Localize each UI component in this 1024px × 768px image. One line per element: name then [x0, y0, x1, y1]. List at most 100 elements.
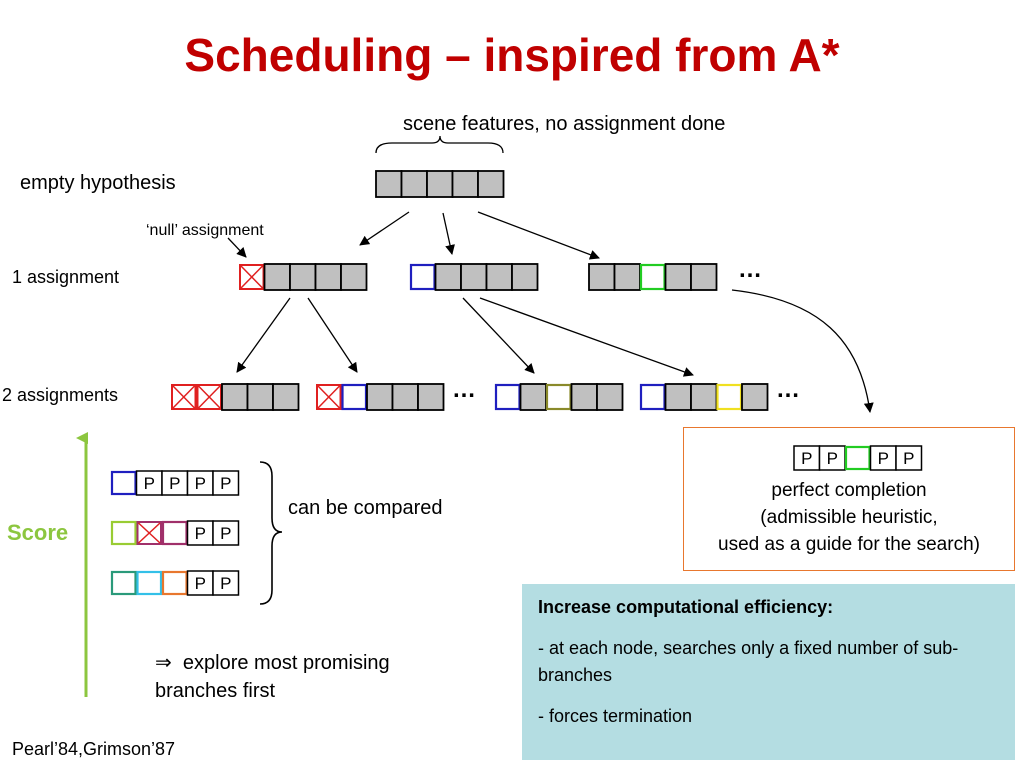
level1-null-node: [239, 263, 368, 291]
level1-green-node: [588, 263, 718, 291]
empty-hypothesis-label: empty hypothesis: [20, 172, 176, 194]
gray-cell: [485, 263, 513, 291]
gray-cell: [570, 383, 598, 411]
explore-line1: ⇒ explore most promising: [155, 650, 390, 675]
two-assignments-label: 2 assignments: [2, 385, 119, 405]
explore-line2: branches first: [155, 680, 276, 702]
level2-blue-olive-node: [494, 383, 624, 411]
edge-blue-to-by: [479, 297, 694, 377]
null-assignment-label: ‘null’ assignment: [146, 222, 264, 239]
edge-to-perfect-completion: [731, 289, 874, 413]
edge-null-label: [227, 237, 247, 258]
gray-cell: [519, 383, 547, 411]
score-label: Score: [7, 520, 69, 545]
ellipsis-level2-b: …: [776, 376, 800, 403]
gray-cell: [477, 170, 505, 198]
gray-cell: [375, 170, 403, 198]
gray-cell: [272, 383, 300, 411]
citation: Pearl’84,Grimson’87: [12, 739, 176, 759]
info-item-1: - at each node, searches only a fixed nu…: [538, 638, 959, 685]
gray-cell: [426, 170, 454, 198]
p-cell-letter: P: [878, 449, 889, 468]
p-cell-letter: P: [220, 474, 231, 493]
perfect-completion-line3: used as a guide for the search): [718, 534, 980, 555]
gray-cell: [434, 263, 462, 291]
gray-cell: [511, 263, 539, 291]
p-cell-letter: P: [827, 449, 838, 468]
p-cell-letter: P: [220, 574, 231, 593]
level2-null-null-node: [171, 383, 300, 411]
assigned-cell: [716, 383, 743, 411]
p-cell-letter: P: [195, 574, 206, 593]
p-cell: [212, 520, 240, 546]
gray-cell: [221, 383, 249, 411]
assigned-cell: [639, 263, 666, 291]
can-be-compared-label: can be compared: [288, 497, 443, 519]
gray-cell: [690, 383, 718, 411]
gray-cell: [588, 263, 616, 291]
explore-text-1: explore most promising: [182, 652, 390, 674]
gray-cell: [596, 383, 624, 411]
perfect-completion-line2: (admissible heuristic,: [760, 507, 938, 528]
p-cell-letter: P: [220, 524, 231, 543]
gray-cell: [366, 383, 394, 411]
scene-features-label: scene features, no assignment done: [403, 113, 726, 135]
edge-root-to-green: [477, 211, 600, 260]
assigned-cell: [110, 570, 137, 596]
edge-null-to-xb: [307, 297, 358, 373]
p-cell: [212, 470, 240, 496]
scene-brace: [375, 135, 504, 154]
gray-cell: [664, 263, 692, 291]
edge-root-to-blue: [442, 212, 455, 255]
p-cell-letter: P: [195, 524, 206, 543]
info-heading: Increase computational efficiency:: [538, 597, 834, 617]
assigned-cell: [136, 570, 163, 596]
ellipsis-level1: …: [738, 256, 762, 283]
assigned-cell: [161, 520, 188, 546]
edge-root-to-null: [359, 211, 410, 246]
p-cell: [895, 445, 923, 471]
gray-cell: [417, 383, 445, 411]
assigned-cell: [409, 263, 436, 291]
p-cell: [212, 570, 240, 596]
root-hypothesis: [375, 170, 505, 198]
p-cell-letter: P: [801, 449, 812, 468]
level2-blue-yellow-node: [639, 383, 769, 411]
p-cell-letter: P: [144, 474, 155, 493]
assigned-cell: [110, 520, 137, 546]
gray-cell: [690, 263, 718, 291]
gray-cell: [391, 383, 419, 411]
one-assignment-label: 1 assignment: [12, 267, 120, 287]
assigned-cell: [161, 570, 188, 596]
p-cell: [161, 470, 189, 496]
gray-cell: [460, 263, 488, 291]
implies-symbol: ⇒: [155, 652, 172, 674]
assigned-cell: [639, 383, 666, 411]
p-cell-letter: P: [169, 474, 180, 493]
info-item-2: - forces termination: [538, 706, 693, 726]
edge-null-to-xx: [236, 297, 291, 373]
gray-cell: [400, 170, 428, 198]
gray-cell: [314, 263, 342, 291]
gray-cell: [664, 383, 692, 411]
p-cell: [869, 445, 897, 471]
assigned-cell: [545, 383, 572, 411]
p-cell: [793, 445, 821, 471]
p-cell: [186, 570, 214, 596]
edge-blue-to-bo: [462, 297, 535, 374]
gray-cell: [451, 170, 479, 198]
level2-null-blue-node: [316, 383, 445, 411]
p-cell: [818, 445, 846, 471]
gray-cell: [263, 263, 291, 291]
level1-blue-node: [409, 263, 539, 291]
compare-brace: [259, 461, 283, 605]
assigned-cell: [844, 445, 871, 471]
perfect-completion-box: [683, 427, 1015, 571]
page-title: Scheduling – inspired from A*: [184, 29, 840, 81]
perfect-completion-line1: perfect completion: [771, 480, 927, 501]
